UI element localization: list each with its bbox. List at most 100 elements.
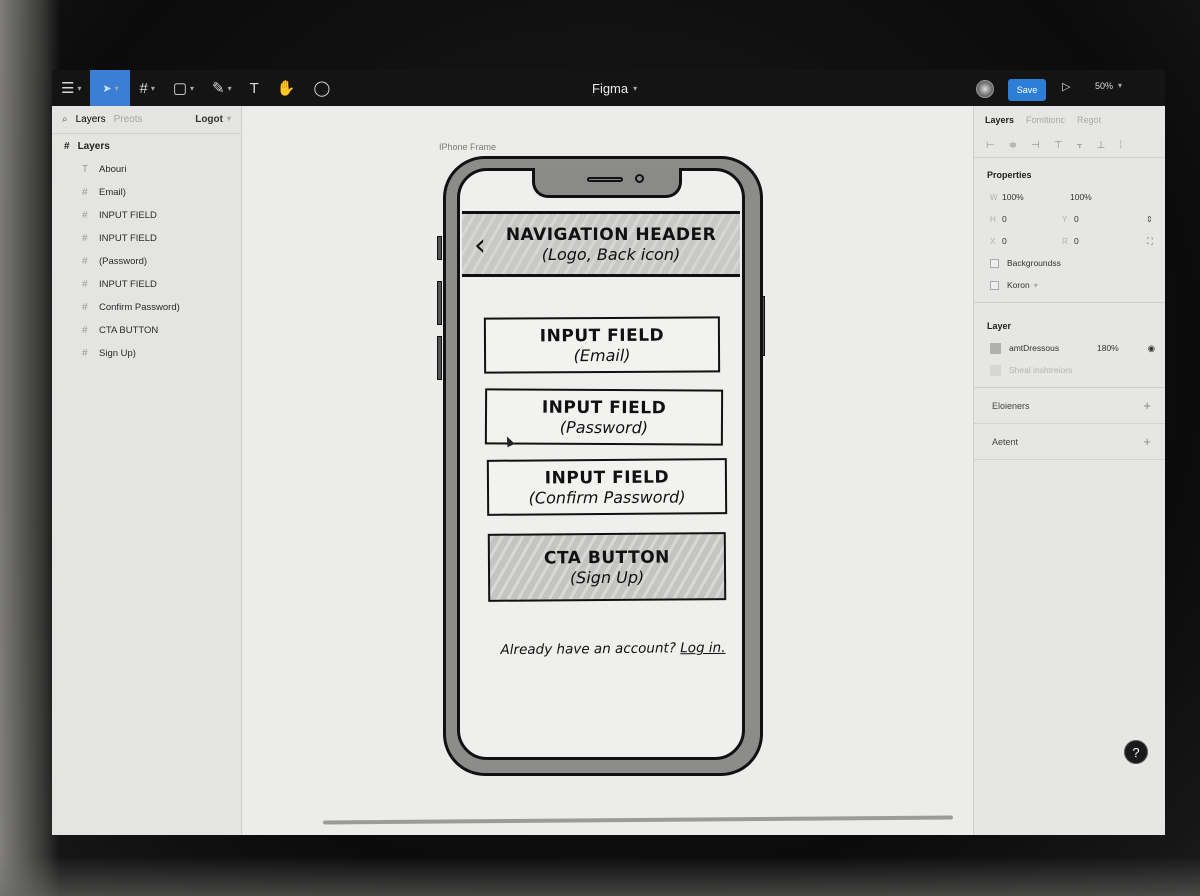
text-icon: T (249, 79, 259, 97)
wireframe-nav-header[interactable]: ‹ NAVIGATION HEADER (Logo, Back icon) (462, 211, 740, 277)
phone-side-button (437, 281, 442, 325)
layer-color-swatch[interactable] (990, 342, 1001, 354)
position-row: H 0 Y 0 ⇕ (974, 208, 1165, 230)
frame-layer-icon: # (82, 233, 88, 244)
file-title: Figma (592, 80, 629, 96)
question-icon: ? (1132, 744, 1140, 760)
background-row: Backgroundss (974, 252, 1165, 274)
layer-blend-mode[interactable]: amtDressous (1009, 343, 1060, 353)
layer-item[interactable]: #INPUT FIELD (52, 273, 241, 296)
layer-item[interactable]: #CTA BUTTON (52, 319, 241, 342)
layer-item[interactable]: #INPUT FIELD (52, 227, 241, 250)
layer-sub-row: Sheal inshtreiors (974, 359, 1165, 381)
width-label: W (990, 192, 998, 202)
align-bottom-icon[interactable]: ⊥ (1096, 140, 1106, 151)
iphone-wireframe[interactable]: ‹ NAVIGATION HEADER (Logo, Back icon) IN… (437, 156, 765, 776)
wireframe-email-field[interactable]: INPUT FIELD (Email) (483, 316, 721, 374)
eye-icon[interactable]: ◉ (1147, 342, 1155, 353)
page-selector[interactable]: Logot ▾ (195, 114, 231, 125)
hand-tool-button[interactable]: ✋ (268, 70, 305, 106)
koron-label[interactable]: Koron (1007, 280, 1030, 290)
layer-item[interactable]: #Email) (52, 181, 241, 204)
elements-section[interactable]: Eloieners + (974, 388, 1165, 424)
left-panel: ⌕ Layers Preots Logot ▾ # Layers T Abouri… (52, 106, 242, 835)
add-elements-icon[interactable]: + (1143, 398, 1151, 413)
radius-input[interactable]: 0 (1074, 236, 1079, 246)
left-panel-header: ⌕ Layers Preots Logot ▾ (52, 106, 241, 134)
align-left-icon[interactable]: ⊢ (986, 140, 995, 151)
wireframe-login-prompt: Already have an account? Log in. (472, 640, 754, 659)
login-prompt-text: Already have an account? (500, 640, 677, 659)
corner-radius-icon[interactable]: ⛶ (1147, 235, 1153, 246)
pen-tool-button[interactable]: ✎▾ (203, 70, 241, 106)
layer-label: Sign Up) (99, 348, 136, 359)
frame-icon: # (139, 79, 148, 97)
frame-icon: # (64, 140, 70, 152)
help-button[interactable]: ? (1124, 740, 1148, 764)
present-button[interactable]: ▷ (1062, 80, 1070, 93)
phone-side-button (437, 236, 442, 260)
y-label: Y (1062, 214, 1068, 224)
align-right-icon[interactable]: ⊣ (1031, 140, 1040, 151)
user-avatar[interactable] (976, 80, 994, 98)
height-input[interactable]: 100% (1070, 192, 1092, 202)
tab-design[interactable]: Layers (985, 115, 1015, 125)
text-tool-button[interactable]: T (241, 70, 268, 106)
distribute-icon[interactable]: ⁞ (1119, 140, 1123, 151)
tab-prototype[interactable]: Fomltionc (1026, 115, 1066, 125)
search-icon[interactable]: ⌕ (62, 114, 68, 125)
koron-checkbox[interactable] (990, 280, 999, 290)
save-button[interactable]: Save (1008, 79, 1046, 101)
layer-opacity[interactable]: 180% (1097, 343, 1119, 353)
tab-inspect[interactable]: Regot (1077, 115, 1102, 125)
text-layer-icon: T (82, 164, 89, 175)
wireframe-confirm-password-field[interactable]: INPUT FIELD (Confirm Password) (486, 458, 728, 516)
shape-tool-button[interactable]: ▢▾ (164, 70, 203, 106)
tab-layers[interactable]: Layers (75, 114, 106, 125)
chevron-down-icon: ▾ (114, 83, 119, 93)
tab-assets[interactable]: Preots (113, 114, 143, 125)
align-middle-icon[interactable]: ⫟ (1076, 140, 1083, 151)
frame-layer-icon: # (82, 279, 88, 290)
zoom-dropdown[interactable]: 50% ▾ (1095, 81, 1122, 91)
main-menu-button[interactable]: ☰▾ (52, 70, 90, 106)
login-link[interactable]: Log in. (680, 639, 726, 657)
back-chevron-icon: ‹ (474, 228, 486, 263)
comment-tool-button[interactable]: ◯ (304, 70, 339, 106)
wireframe-cta-button[interactable]: CTA BUTTON (Sign Up) (487, 532, 727, 602)
design-canvas[interactable]: IPhone Frame ‹ NAVIGATION HEADER (Logo, … (243, 106, 995, 835)
layer-item[interactable]: #Sign Up) (52, 342, 241, 365)
layer-item[interactable]: T Abouri (52, 158, 241, 181)
width-input[interactable]: 100% (1002, 192, 1024, 202)
align-top-icon[interactable]: ⊤ (1053, 140, 1063, 151)
layer-item[interactable]: #INPUT FIELD (52, 204, 241, 227)
x-input[interactable]: 0 (1002, 214, 1007, 224)
field-subtitle: (Email) (573, 345, 631, 365)
horizontal-scrollbar[interactable] (322, 815, 954, 825)
file-title-menu[interactable]: Figma ▾ (592, 70, 637, 106)
layer-item[interactable]: #Confirm Password) (52, 296, 241, 319)
constrain-icon[interactable]: ⇕ (1145, 213, 1153, 224)
move-tool-button[interactable]: ➤▾ (90, 70, 131, 106)
aetent-label: Aetent (992, 436, 1019, 447)
radius-label: R (1062, 236, 1068, 246)
align-center-icon[interactable]: ≑ (1008, 140, 1018, 151)
aetent-section[interactable]: Aetent + (974, 424, 1165, 460)
properties-heading: Properties (987, 170, 1032, 180)
chevron-down-icon: ▾ (1118, 81, 1123, 90)
field-subtitle: (Password) (559, 417, 649, 437)
background-checkbox[interactable] (990, 258, 999, 268)
rotation-input[interactable]: 0 (1002, 236, 1007, 246)
layers-section-title[interactable]: # Layers (52, 134, 241, 158)
alignment-toolbar: ⊢ ≑ ⊣ ⊤ ⫟ ⊥ ⁞ (974, 134, 1165, 158)
rotation-row: X 0 R 0 ⛶ (974, 230, 1165, 252)
top-toolbar: ☰▾ ➤▾ #▾ ▢▾ ✎▾ T ✋ ◯ Figma ▾ Save ▷ (52, 70, 1165, 106)
add-aetent-icon[interactable]: + (1143, 434, 1151, 449)
frame-tool-button[interactable]: #▾ (130, 70, 163, 106)
wireframe-password-field[interactable]: INPUT FIELD (Password) (484, 388, 724, 446)
layer-item[interactable]: #(Password) (52, 250, 241, 273)
frame-label[interactable]: IPhone Frame (439, 142, 497, 152)
cta-title: CTA BUTTON (543, 547, 670, 568)
y-input[interactable]: 0 (1074, 214, 1079, 224)
layer-label: Abouri (99, 164, 127, 175)
